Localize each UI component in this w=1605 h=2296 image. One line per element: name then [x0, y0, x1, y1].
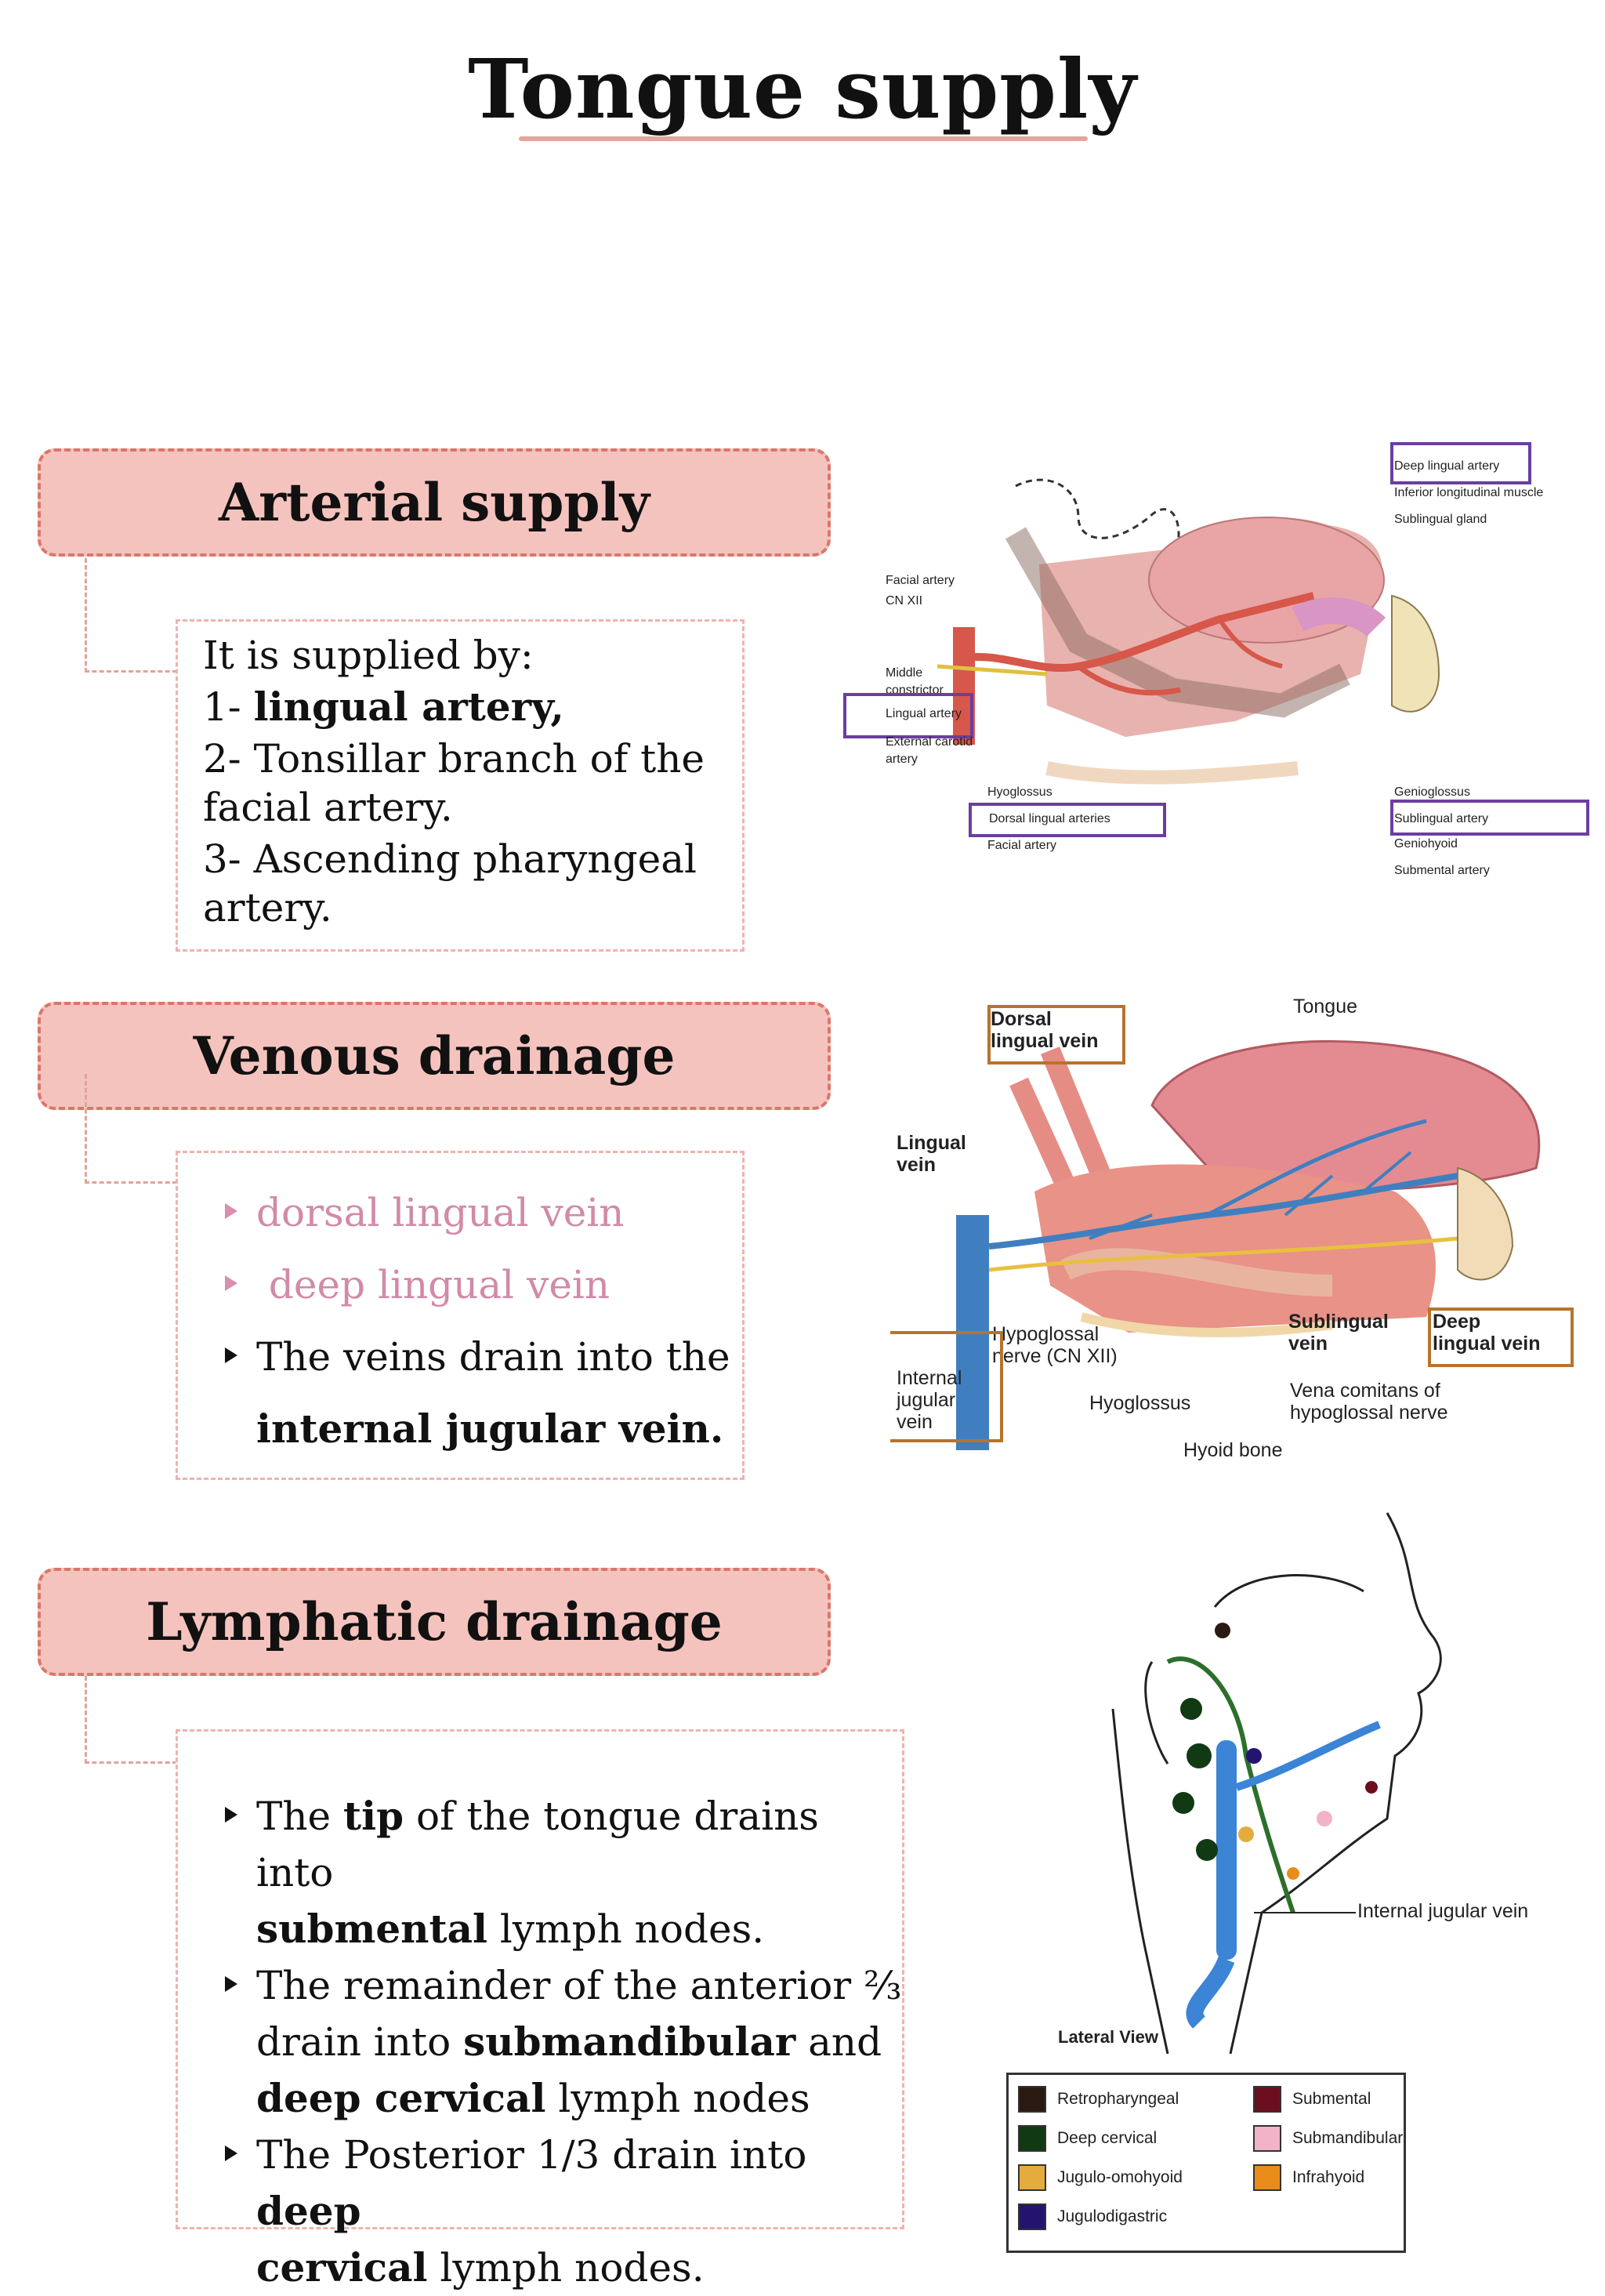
legend-swatch [1253, 2125, 1281, 2152]
label-facial-artery-top: Facial artery [886, 574, 955, 587]
legend-swatch [1018, 2204, 1046, 2230]
lymphatic-text-box: The tip of the tongue drains into submen… [176, 1729, 904, 2291]
legend-item: Submental [1253, 2086, 1371, 2113]
lymphatic-figure: Internal jugular vein Lateral View Retro… [1006, 1505, 1575, 2258]
label-hyoglossus-artery: Hyoglossus [987, 785, 1052, 799]
highlight-internal-jugular-vein [890, 1331, 1003, 1442]
label-inferior-longitudinal: Inferior longitudinal muscle [1394, 486, 1544, 499]
arterial-item-1: 1- lingual artery, [203, 684, 564, 730]
label-submental-artery: Submental artery [1394, 864, 1490, 877]
lymphatic-heading: Lymphatic drainage [38, 1568, 831, 1676]
label-cn-xii: CN XII [886, 594, 923, 608]
venous-bullet-1: dorsal lingual vein [225, 1177, 730, 1249]
bullet-icon [225, 1347, 237, 1363]
bullet-icon [225, 1275, 237, 1291]
legend-label: Infrahyoid [1292, 2168, 1365, 2186]
lymphatic-connector [85, 1676, 177, 1764]
arterial-connector [85, 558, 177, 673]
legend-item: Infrahyoid [1253, 2164, 1364, 2191]
label-hyoglossus-vein: Hyoglossus [1089, 1392, 1191, 1414]
legend-item: Jugulodigastric [1018, 2204, 1167, 2230]
arterial-heading: Arterial supply [38, 448, 831, 557]
legend-label: Jugulodigastric [1057, 2207, 1168, 2225]
legend-swatch [1018, 2164, 1046, 2191]
legend-label: Retropharyngeal [1057, 2090, 1179, 2108]
head-neck-lymph-illustration [1111, 1512, 1442, 2055]
legend-swatch [1253, 2164, 1281, 2191]
highlight-dorsal-lingual-vein [987, 1005, 1125, 1065]
label-internal-jugular-vein-lymph: Internal jugular vein [1357, 1900, 1529, 1922]
title-underline [519, 136, 1088, 141]
label-hyoid-bone: Hyoid bone [1183, 1439, 1283, 1461]
highlight-deep-lingual-vein [1428, 1308, 1574, 1367]
legend-item: Retropharyngeal [1018, 2086, 1179, 2113]
arterial-item-3-cont: artery. [203, 885, 332, 930]
highlight-lingual-artery [843, 693, 973, 738]
arterial-item-2: 2- Tonsillar branch of the [203, 736, 705, 782]
label-middle: Middle [886, 666, 923, 680]
arterial-intro: It is supplied by: [203, 633, 534, 678]
page-title: Tongue supply [468, 41, 1137, 137]
venous-bullet-3: The veins drain into the internal jugula… [225, 1321, 730, 1465]
arterial-figure: Deep lingual artery Inferior longitudina… [843, 439, 1596, 894]
venous-text-box: dorsal lingual vein deep lingual vein Th… [176, 1151, 745, 1480]
arterial-item-2-cont: facial artery. [203, 785, 453, 830]
label-geniohyoid: Geniohyoid [1394, 837, 1458, 851]
tongue-vein-illustration [956, 1040, 1541, 1450]
lymph-bullet-3: The Posterior 1/3 drain into deep cervic… [225, 2127, 902, 2296]
legend-label: Submental [1292, 2090, 1371, 2108]
arterial-text-box: It is supplied by: 1- lingual artery, 2-… [176, 619, 745, 952]
bullet-icon [225, 2145, 237, 2161]
lymph-bullet-2: The remainder of the anterior ⅔ drain in… [225, 1957, 902, 2127]
legend-label: Submandibular [1292, 2129, 1404, 2147]
label-lateral-view: Lateral View [1058, 2027, 1158, 2047]
tongue-artery-illustration [937, 478, 1440, 785]
legend-item: Submandibular [1253, 2125, 1403, 2152]
legend-label: Jugulo-omohyoid [1057, 2168, 1183, 2186]
bullet-icon [225, 1203, 237, 1219]
label-external-carotid: External carotid [886, 735, 973, 749]
label-sublingual-gland: Sublingual gland [1394, 513, 1487, 526]
label-artery: artery [886, 753, 918, 766]
legend-item: Deep cervical [1018, 2125, 1157, 2152]
legend-item: Jugulo-omohyoid [1018, 2164, 1183, 2191]
label-genioglossus: Genioglossus [1394, 785, 1470, 799]
legend-swatch [1253, 2086, 1281, 2113]
legend-label: Deep cervical [1057, 2129, 1158, 2147]
legend-swatch [1018, 2125, 1046, 2152]
highlight-sublingual-artery [1390, 800, 1589, 836]
bullet-icon [225, 1976, 237, 1992]
arterial-item-3: 3- Ascending pharyngeal [203, 836, 697, 882]
highlight-dorsal-lingual-arteries [969, 803, 1166, 837]
label-dorsal-lingual-arteries: Dorsal lingual arteries [989, 812, 1110, 825]
legend-swatch [1018, 2086, 1046, 2113]
venous-connector [85, 1074, 177, 1184]
label-sublingual-artery: Sublingual artery [1394, 812, 1489, 825]
lymph-bullet-1: The tip of the tongue drains into submen… [225, 1788, 902, 1957]
label-lingual-artery: Lingual artery [886, 707, 962, 720]
label-deep-lingual-artery: Deep lingual artery [1394, 459, 1500, 473]
bullet-icon [225, 1807, 237, 1823]
label-facial-artery-bottom: Facial artery [987, 839, 1057, 852]
highlight-deep-lingual-artery [1390, 442, 1531, 484]
label-tongue: Tongue [1293, 996, 1358, 1017]
venous-bullet-2: deep lingual vein [225, 1249, 730, 1321]
venous-heading: Venous drainage [38, 1002, 831, 1110]
